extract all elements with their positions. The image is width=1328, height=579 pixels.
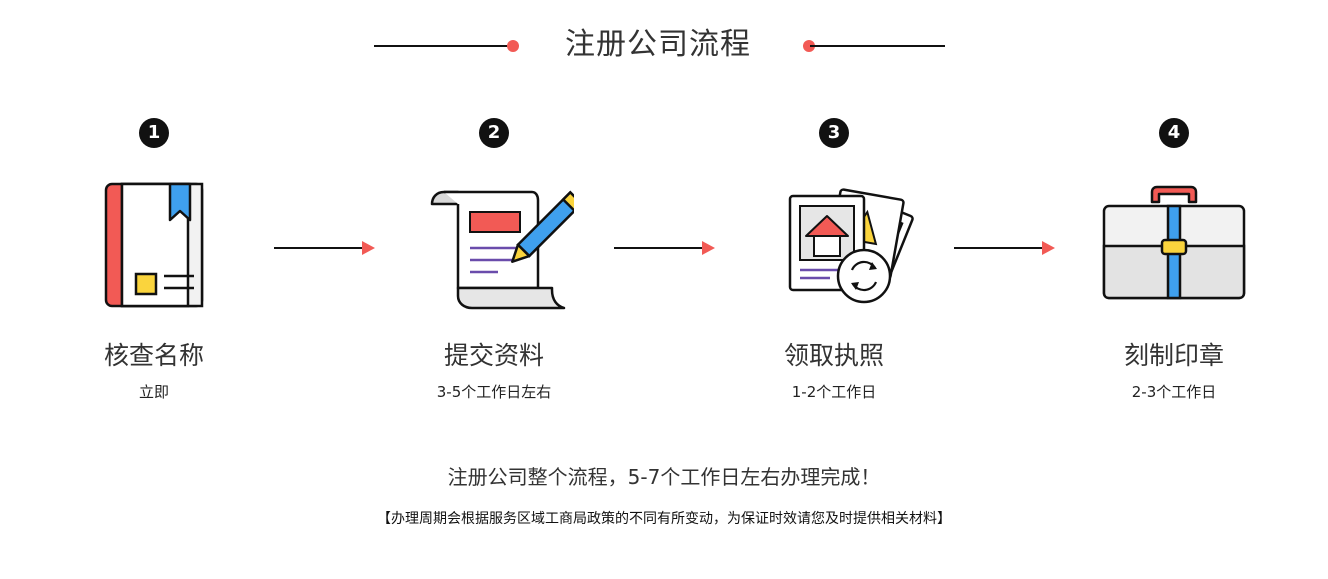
step-number-badge: 1 <box>139 118 169 148</box>
step-1: 1 核查名称 立即 <box>44 118 264 402</box>
step-number-badge: 2 <box>479 118 509 148</box>
arrow-right-icon <box>954 241 1055 255</box>
license-photos-icon <box>788 188 914 304</box>
step-number-badge: 4 <box>1159 118 1189 148</box>
title-row: 注册公司流程 <box>0 22 1328 68</box>
arrow-right-icon <box>274 241 375 255</box>
document-sign-icon <box>430 190 574 310</box>
title-right-line <box>810 45 945 47</box>
process-note: 【办理周期会根据服务区域工商局政策的不同有所变动，为保证时效请您及时提供相关材料… <box>377 511 951 527</box>
step-duration: 1-2个工作日 <box>791 383 877 401</box>
step-duration: 2-3个工作日 <box>1131 383 1217 401</box>
step-number-badge: 3 <box>819 118 849 148</box>
step-title: 提交资料 <box>443 341 544 370</box>
step-duration: 3-5个工作日左右 <box>436 383 552 401</box>
step-3: 3 领取执照 1-2个工作日 <box>724 118 944 402</box>
step-4: 4 刻制印章 2-3个工作日 <box>1064 118 1284 402</box>
step-2: 2 提交资料 3-5个工作日左右 <box>384 118 604 402</box>
step-title: 刻制印章 <box>1123 341 1224 370</box>
briefcase-icon <box>1102 185 1246 300</box>
step-title: 领取执照 <box>783 341 884 370</box>
title-left-line <box>374 45 512 47</box>
title-right-dot <box>803 40 815 52</box>
book-icon <box>104 182 204 308</box>
step-duration: 立即 <box>138 383 169 401</box>
process-summary: 注册公司整个流程，5-7个工作日左右办理完成！ <box>447 465 881 489</box>
step-title: 核查名称 <box>103 341 204 370</box>
page-title: 注册公司流程 <box>565 27 751 62</box>
title-left-dot <box>507 40 519 52</box>
arrow-right-icon <box>614 241 715 255</box>
